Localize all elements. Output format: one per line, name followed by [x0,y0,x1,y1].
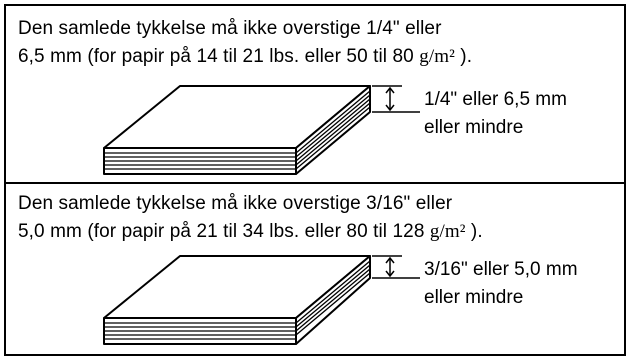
thickness-label-2-value: 3/16" eller 5,0 mm [424,259,578,280]
paper-stack-illustration-2 [103,255,371,345]
thickness-indicator-2 [372,255,420,279]
note-1-line-2-text: 6,5 mm (for papir på 14 til 21 lbs. elle… [18,46,420,67]
note-2-line-1: Den samlede tykkelse må ikke overstige 3… [18,193,453,214]
note-1-line-2: 6,5 mm (for papir på 14 til 21 lbs. elle… [18,43,472,71]
thickness-label-2: 3/16" eller 5,0 mm eller mindre [424,256,578,312]
note-2-line-2-text: 5,0 mm (for papir på 21 til 34 lbs. elle… [18,221,430,242]
section-divider [4,182,626,184]
thickness-label-1-suffix: eller mindre [424,117,524,138]
paper-stack-illustration-1 [103,85,371,175]
thickness-label-2-suffix: eller mindre [424,287,524,308]
note-1-line-1: Den samlede tykkelse må ikke overstige 1… [18,18,442,39]
thickness-label-1-value: 1/4" eller 6,5 mm [424,89,567,110]
thickness-note-2: Den samlede tykkelse må ikke overstige 3… [18,190,483,246]
note-1-line-2-end: ). [454,46,473,67]
thickness-indicator-1 [372,85,420,113]
instruction-frame [4,4,626,356]
thickness-note-1: Den samlede tykkelse må ikke overstige 1… [18,15,472,71]
thickness-label-1: 1/4" eller 6,5 mm eller mindre [424,86,567,142]
note-2-line-2-end: ). [465,221,483,242]
note-1-unit: g/m² [419,46,455,67]
note-2-unit: g/m² [429,221,466,242]
note-2-line-2: 5,0 mm (for papir på 21 til 34 lbs. elle… [18,218,483,246]
